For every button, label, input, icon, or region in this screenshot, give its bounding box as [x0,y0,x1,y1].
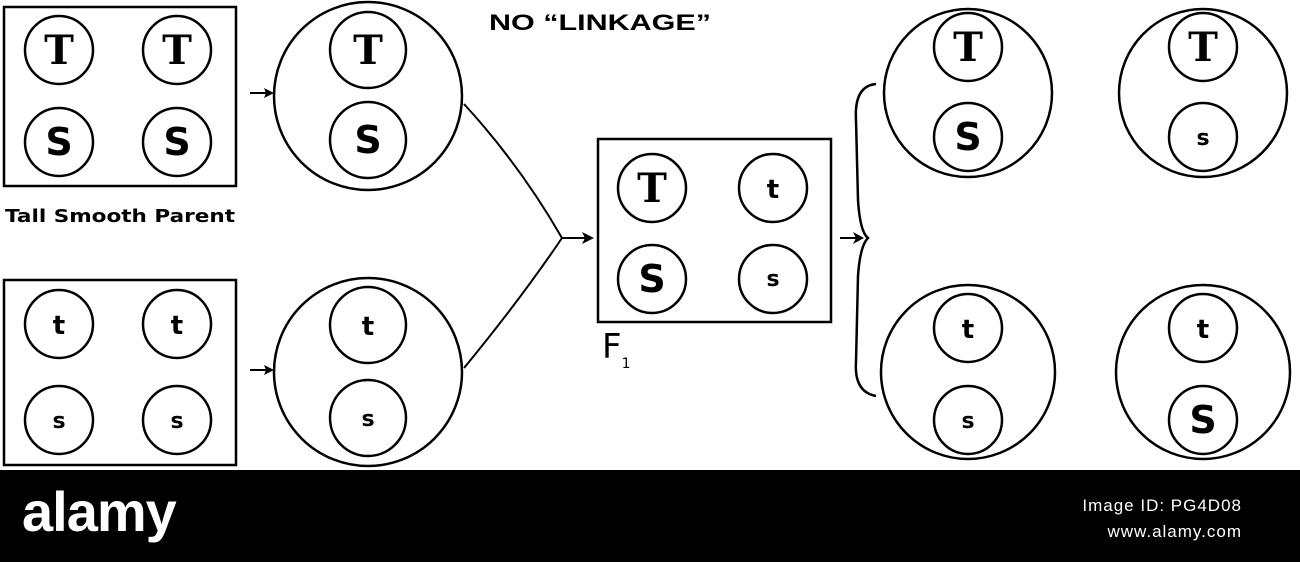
allele-S: S [354,118,381,162]
allele-t: t [767,175,779,205]
allele-t: t [962,315,974,345]
arrow-head [264,365,274,375]
converge-line-top [463,103,563,239]
allele-T: T [162,27,192,74]
allele-s: s [361,407,374,432]
allele-T: T [953,24,983,71]
allele-t: t [171,311,183,341]
allele-circle [616,152,688,224]
allele-circle [141,106,213,178]
allele-T: T [1188,24,1218,71]
linkage-diagram: NO “LINKAGE” Tall Smooth Parent F1 T T S… [2,0,1292,468]
allele-circle [23,384,95,456]
allele-circle [1167,101,1239,173]
allele-circle [737,243,809,315]
tall-smooth-parent-box [2,5,238,188]
allele-T: T [353,27,383,74]
allele-circle [1167,384,1239,456]
f1-gamete-ts-circle [879,283,1057,461]
watermark-footer: alamy Image ID: PG4D08 www.alamy.com [0,470,1300,562]
allele-circle [328,285,408,365]
short-wrinkled-parent-box [2,278,238,467]
allele-circle [141,288,213,360]
brand-logo[interactable]: alamy [22,480,177,543]
allele-circle [328,10,408,90]
allele-T: T [637,165,667,212]
allele-s: s [1196,126,1209,151]
allele-S: S [163,120,190,164]
allele-circle [1167,11,1239,83]
allele-circle [23,106,95,178]
allele-T: T [44,27,74,74]
allele-circle [23,288,95,360]
allele-circle [141,14,213,86]
allele-t: t [53,311,65,341]
allele-s: s [961,409,974,434]
f1-box [596,137,833,324]
tall-smooth-parent-caption: Tall Smooth Parent [5,206,235,227]
converge-line-bottom [463,237,563,369]
f1-gamete-tS-circle [1114,283,1292,461]
allele-circle [23,14,95,86]
brace [854,82,877,398]
allele-S: S [1189,398,1216,442]
diagram-title: NO “LINKAGE” [489,10,711,35]
allele-S: S [638,257,665,301]
allele-s: s [170,409,183,434]
arrow-head [582,232,594,244]
allele-S: S [954,115,981,159]
allele-circle [932,292,1004,364]
image-id-text: Image ID: PG4D08 [1082,496,1242,515]
allele-S: S [45,120,72,164]
allele-circle [1167,292,1239,364]
gamete-TS-circle [272,0,464,192]
f1-gamete-TS-circle [882,7,1054,179]
allele-circle [141,384,213,456]
allele-s: s [766,267,779,292]
gamete-ts-circle [272,276,464,468]
site-link[interactable]: www.alamy.com [1107,522,1242,541]
f1-label: F1 [602,327,630,372]
allele-circle [932,11,1004,83]
allele-circle [737,152,809,224]
allele-circle [328,378,408,458]
allele-t: t [362,312,374,342]
allele-circle [328,100,408,180]
arrow-head [264,88,274,98]
allele-circle [932,101,1004,173]
arrow-head [853,232,864,244]
allele-circle [932,384,1004,456]
allele-s: s [52,409,65,434]
f1-gamete-Ts-circle [1117,7,1289,179]
allele-circle [616,243,688,315]
allele-t: t [1197,315,1209,345]
